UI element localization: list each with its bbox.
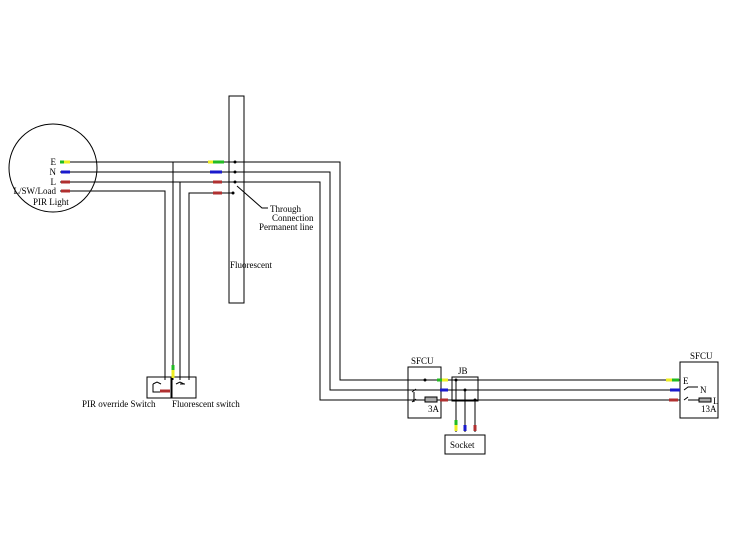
pir-light-circle [8, 123, 98, 213]
through-connection-line2: Connection [272, 213, 314, 223]
sfcu-right-terminal-n: N [700, 385, 707, 395]
fluorescent-switch-label: Fluorescent switch [172, 399, 240, 409]
fuse-13a-label: 13A [701, 404, 717, 414]
live-wire [60, 181, 680, 401]
pir-terminal-l: L [51, 177, 57, 187]
sfcu-right-terminal-l: L [713, 396, 719, 406]
fuse-3a-label: 3A [428, 404, 440, 414]
through-connection-line1: Through [270, 204, 301, 214]
pir-override-switch-label: PIR override Switch [82, 399, 156, 409]
switched-live-wire [60, 190, 166, 380]
jb-label: JB [458, 366, 468, 376]
fluorescent-fitting [228, 95, 245, 304]
pir-terminal-n: N [50, 167, 57, 177]
sfcu-left-box [407, 366, 442, 419]
fluorescent-switched-wire [188, 192, 233, 380]
pir-terminal-lsw: L/SW/Load [14, 186, 57, 196]
socket-label: Socket [450, 440, 475, 450]
through-connection-line3: Permanent line [259, 222, 313, 232]
fuse-13a [698, 397, 712, 403]
sfcu-left-label: SFCU [411, 356, 434, 366]
fluorescent-switch-box [170, 376, 197, 399]
through-connection-pointer [236, 185, 268, 209]
pir-light-label: PIR Light [33, 197, 69, 207]
pir-terminal-e: E [51, 157, 57, 167]
sfcu-right-label: SFCU [690, 351, 713, 361]
sfcu-right-terminal-e: E [683, 376, 689, 386]
neutral-wire [60, 171, 680, 391]
pir-override-switch-box [146, 376, 173, 399]
socket-box [444, 434, 486, 455]
fuse-3a [424, 396, 438, 403]
earth-wire [60, 161, 680, 381]
fluorescent-label: Fluorescent [230, 260, 272, 270]
